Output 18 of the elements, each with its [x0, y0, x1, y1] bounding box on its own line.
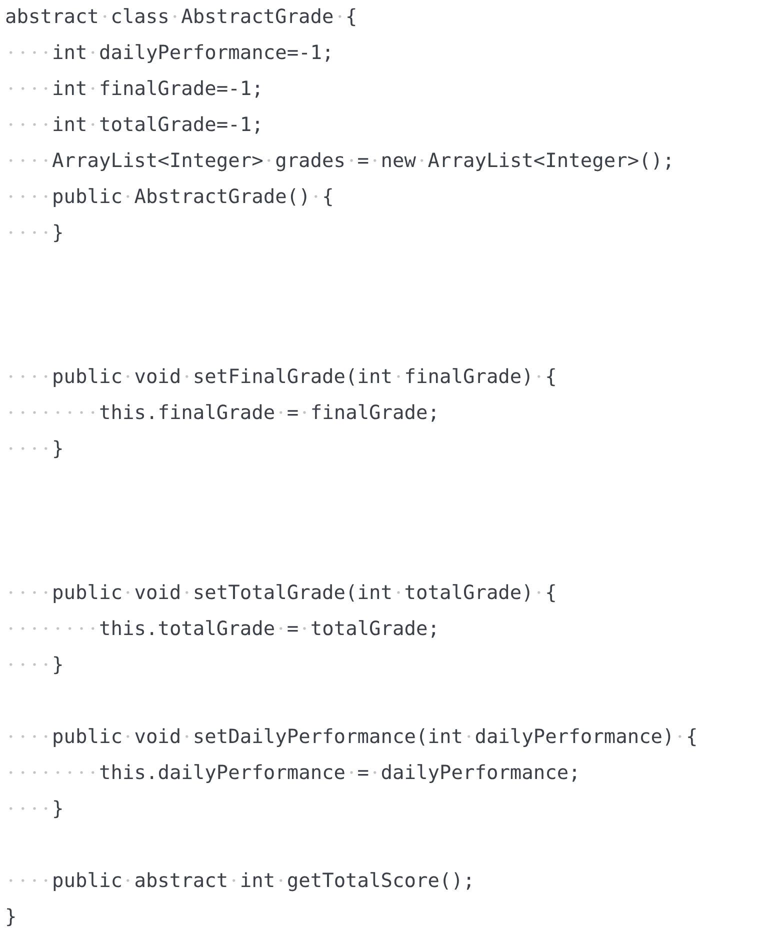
code-line: public abstract int getTotalScore(); — [5, 869, 475, 893]
code-line: public void setDailyPerformance(int dailyPerformance) { — [5, 725, 698, 749]
code-line: ArrayList<Integer> grades = new ArrayList<Integer>(); — [5, 149, 674, 173]
code-line: } — [5, 221, 64, 245]
code-line: int totalGrade=-1; — [5, 113, 264, 137]
code-line: this.dailyPerformance = dailyPerformance; — [5, 761, 580, 785]
code-line: } — [5, 797, 64, 821]
code-line: public AbstractGrade() { — [5, 185, 334, 209]
code-line: public void setFinalGrade(int finalGrade) { — [5, 365, 557, 389]
code-line: this.totalGrade = totalGrade; — [5, 617, 440, 641]
code-line: } — [5, 437, 64, 461]
code-line: } — [5, 653, 64, 677]
code-line: } — [5, 905, 17, 929]
code-line: abstract class AbstractGrade { — [5, 5, 358, 29]
code-line: public void setTotalGrade(int totalGrade) { — [5, 581, 557, 605]
code-line: this.finalGrade = finalGrade; — [5, 401, 440, 425]
code-line: int dailyPerformance=-1; — [5, 41, 334, 65]
code-line: int finalGrade=-1; — [5, 77, 264, 101]
